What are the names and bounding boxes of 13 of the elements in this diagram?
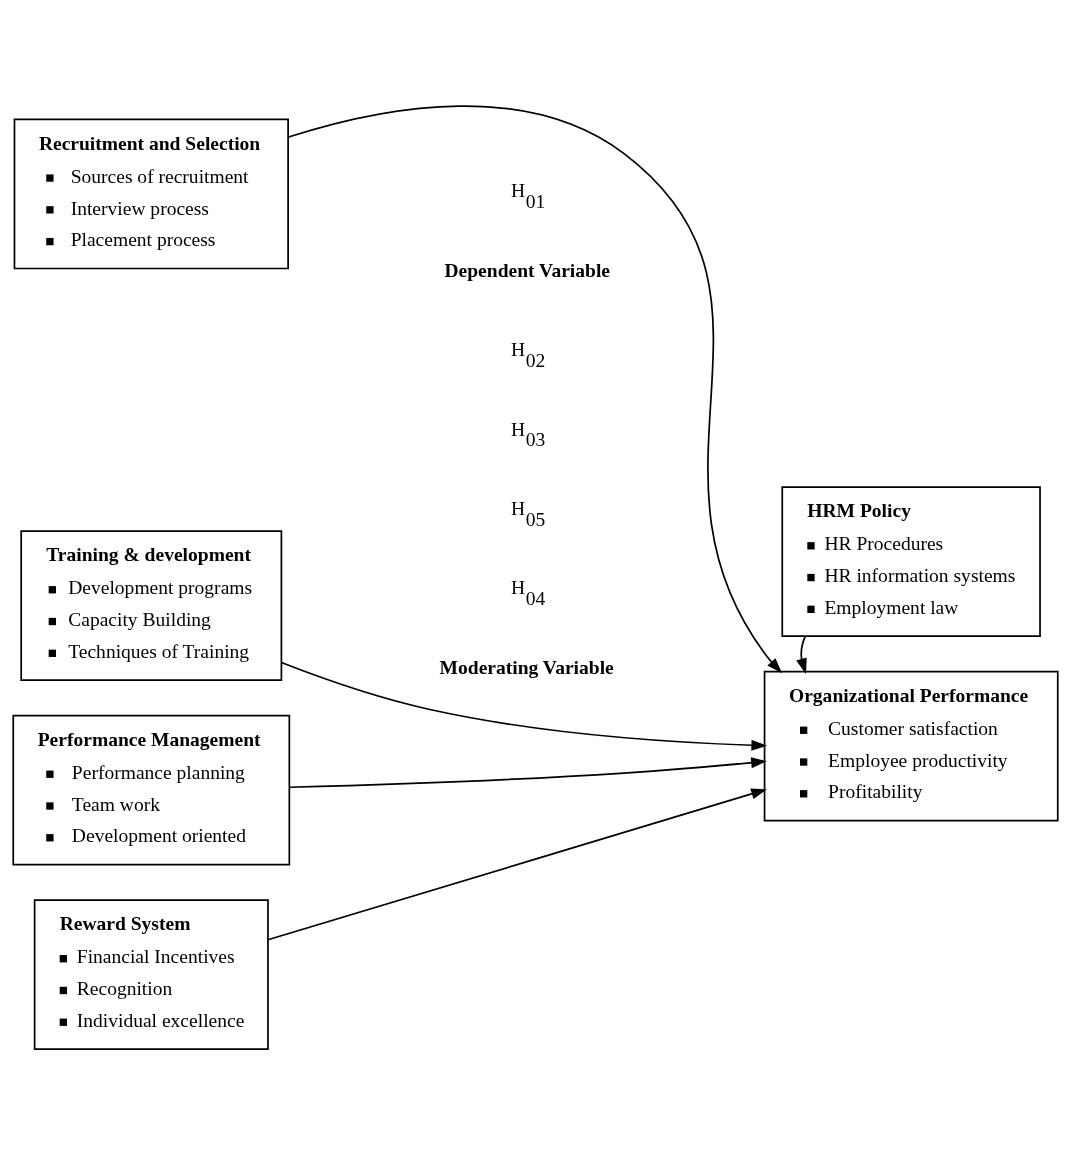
- node-box: Reward System Financial Incentives Recognition Individual excellence: [33, 899, 269, 1050]
- arrow: [289, 757, 767, 789]
- node-box: HRM Policy HR Procedures HR information systems Employment law: [781, 486, 1041, 638]
- label: Dependent Variable: [444, 259, 610, 281]
- label: Moderating Variable: [439, 656, 614, 678]
- arrow: [280, 661, 768, 751]
- arrow: [287, 105, 783, 674]
- node-box: Training & development Development programs Capacity Building Techniques of Training: [20, 530, 283, 682]
- node-box: Recruitment and Selection Sources of recruitment Interview process Placement process: [13, 118, 289, 270]
- node-box: Organizational Performance Customer satisfaction Employee productivity Profitability: [763, 670, 1059, 822]
- node-box: Performance Management Performance planning Team work Development oriented: [12, 714, 291, 866]
- arrow: [267, 788, 767, 941]
- arrow: [796, 635, 807, 675]
